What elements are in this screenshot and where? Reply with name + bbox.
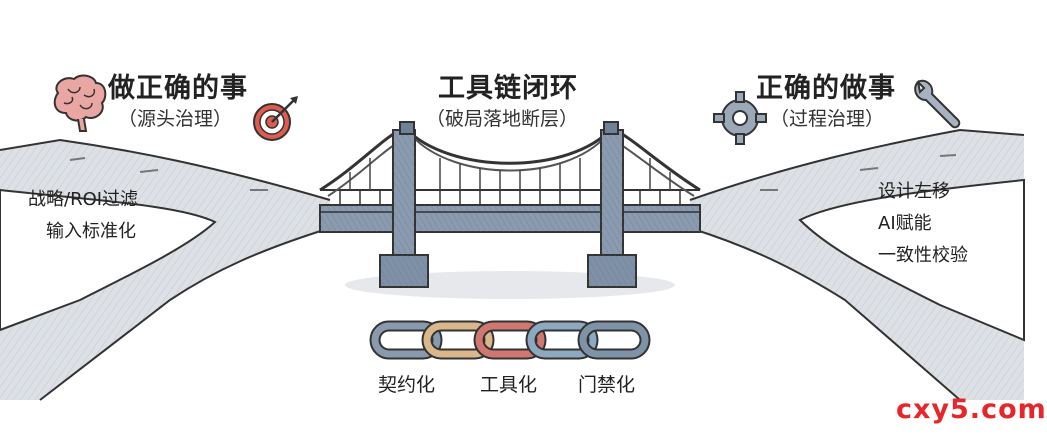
bridge-illustration (0, 74, 1025, 401)
chain-link (579, 322, 649, 358)
bridge (319, 121, 701, 288)
chain-link (527, 322, 597, 358)
wrench-icon (914, 79, 961, 129)
brain-icon (53, 74, 107, 132)
right-road (689, 128, 1025, 401)
right-tower (587, 121, 637, 288)
chain (369, 320, 651, 360)
chain-link (475, 322, 545, 358)
right-item-1: AI赋能 (878, 213, 932, 234)
left-item-1: 输入标准化 (46, 221, 136, 242)
left-item-0: 战略/ROI过滤 (28, 189, 139, 210)
right-subtitle: （过程治理） (770, 108, 885, 130)
left-road (0, 138, 331, 401)
chain-label-1: 工具化 (480, 374, 538, 396)
brand-watermark: cxy5.com (896, 394, 1047, 425)
center-title: 工具链闭环 (438, 73, 578, 104)
left-tower (379, 121, 429, 288)
right-item-0: 设计左移 (878, 181, 950, 202)
chain-link (423, 322, 493, 358)
target-icon (253, 96, 298, 141)
chain-label-0: 契约化 (378, 374, 436, 396)
right-title: 正确的做事 (756, 73, 896, 104)
left-subtitle: （源头治理） (118, 108, 233, 130)
chain-label-2: 门禁化 (578, 374, 636, 396)
diagram-canvas: 做正确的事 （源头治理） 战略/ROI过滤 输入标准化 工具链闭环 （破局落地断… (0, 73, 1046, 425)
gear-icon (713, 91, 767, 145)
right-item-2: 一致性校验 (878, 245, 968, 266)
chain-link (371, 322, 441, 358)
left-title: 做正确的事 (108, 73, 248, 104)
center-subtitle: （破局落地断层） (426, 108, 579, 130)
